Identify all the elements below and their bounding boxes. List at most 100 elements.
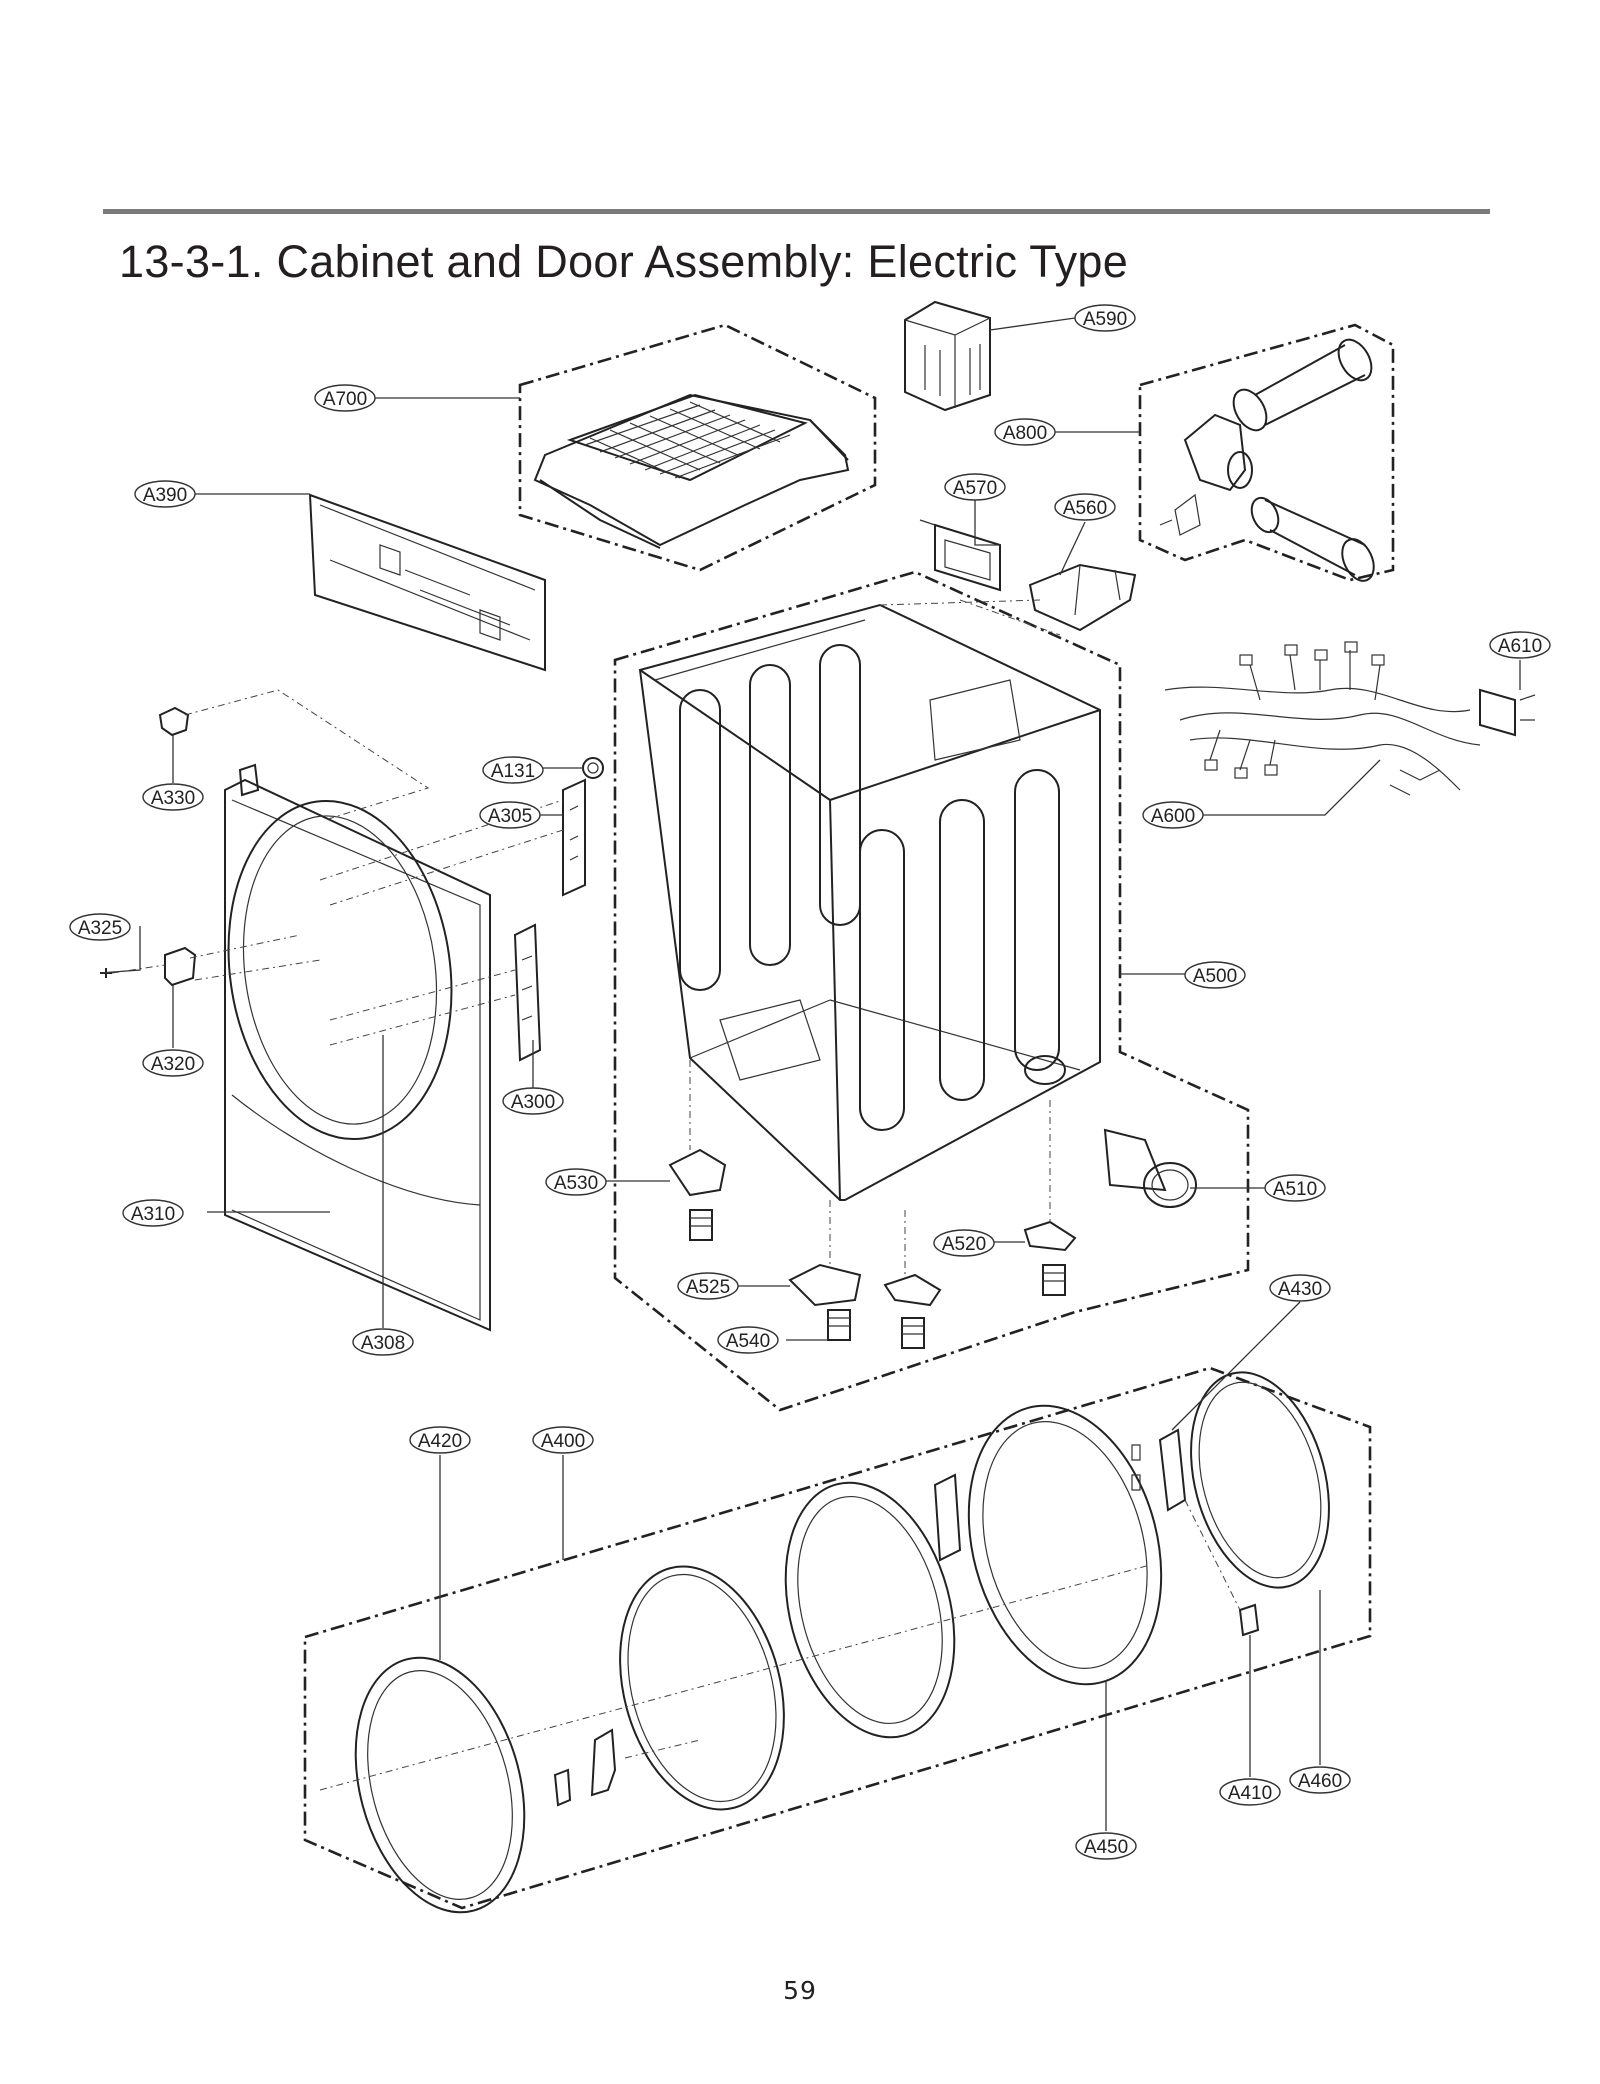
door-hinge-part (1131, 1428, 1187, 1512)
callout-a410: A410 (1219, 1778, 1281, 1806)
callout-a390: A390 (134, 480, 196, 508)
callout-a450: A450 (1075, 1832, 1137, 1860)
svg-text:A410: A410 (1228, 1783, 1272, 1804)
callout-a400: A400 (532, 1426, 594, 1454)
leg-a540-foot-right (901, 1317, 925, 1349)
callout-a310: A310 (122, 1199, 184, 1227)
grille-part (533, 393, 850, 549)
svg-text:A308: A308 (361, 1333, 405, 1354)
assembly-line-door (319, 1499, 1241, 1791)
terminal-cover-part (919, 519, 1001, 592)
svg-text:A310: A310 (131, 1204, 175, 1225)
exhaust-duct-part (1159, 338, 1375, 582)
svg-text:A325: A325 (78, 918, 122, 939)
duct-scoop-part (1028, 563, 1137, 632)
leg-bracket-a525 (788, 1263, 862, 1307)
svg-text:A500: A500 (1193, 966, 1237, 987)
callout-a800: A800 (994, 418, 1056, 446)
callout-a420: A420 (409, 1426, 471, 1454)
callout-a500: A500 (1184, 961, 1246, 989)
assembly-line-a300 (329, 969, 516, 1046)
leg-a520-foot (1042, 1264, 1066, 1296)
callout-a560: A560 (1054, 493, 1116, 521)
svg-text:A510: A510 (1273, 1179, 1317, 1200)
callout-a590: A590 (1074, 304, 1136, 332)
svg-text:A305: A305 (488, 806, 532, 827)
leg-bracket-a540 (883, 1273, 942, 1307)
svg-text:A600: A600 (1151, 806, 1195, 827)
callout-a320: A320 (142, 1049, 204, 1077)
callout-a510: A510 (1264, 1174, 1326, 1202)
front-panel-part (224, 763, 491, 1332)
svg-text:A330: A330 (151, 788, 195, 809)
door-latch-part (553, 1768, 572, 1807)
door-gasket-part (1190, 1371, 1330, 1589)
assembly-line-a305 (319, 799, 564, 906)
filter-bracket-part (904, 300, 991, 412)
callout-a540: A540 (717, 1326, 779, 1354)
door-handle-part (590, 1728, 617, 1797)
svg-text:A320: A320 (151, 1054, 195, 1075)
callout-a460: A460 (1289, 1766, 1351, 1794)
svg-text:A131: A131 (491, 761, 535, 782)
callout-a305: A305 (479, 801, 541, 829)
door-inner-glass-part (784, 1481, 956, 1739)
door-outer-frame-part (354, 1656, 526, 1914)
callout-a430: A430 (1269, 1274, 1331, 1302)
svg-text:A525: A525 (686, 1277, 730, 1298)
svg-text:A520: A520 (942, 1234, 986, 1255)
rear-panel-part (308, 493, 546, 672)
svg-text:A420: A420 (418, 1431, 462, 1452)
leg-bracket-a520 (1023, 1220, 1077, 1252)
callout-a600: A600 (1142, 801, 1204, 829)
leader-lines (99, 317, 1521, 1831)
svg-text:A460: A460 (1298, 1771, 1342, 1792)
callout-a325: A325 (69, 913, 131, 941)
rear-duct-part (1103, 1128, 1197, 1208)
assembly-line-a330 (184, 689, 430, 821)
svg-text:A400: A400 (541, 1431, 585, 1452)
door-group-boundary (303, 1366, 1372, 1910)
svg-text:A590: A590 (1083, 309, 1127, 330)
svg-text:A800: A800 (1003, 423, 1047, 444)
callout-a330: A330 (142, 783, 204, 811)
svg-text:A610: A610 (1498, 636, 1542, 657)
assembly-line-a320 (111, 934, 321, 981)
assembly-line-a560 (879, 599, 1061, 636)
leg-bracket-a530 (668, 1148, 727, 1197)
wire-harness-part (1164, 641, 1536, 796)
callout-a308: A308 (352, 1328, 414, 1356)
svg-text:A530: A530 (554, 1173, 598, 1194)
svg-text:A300: A300 (511, 1092, 555, 1113)
cabinet-part (638, 603, 1101, 1201)
door-switch-part (164, 946, 197, 987)
svg-text:A430: A430 (1278, 1279, 1322, 1300)
duct-group-boundary (1138, 323, 1395, 582)
switch-part (158, 706, 190, 737)
hinge-bushing-part (582, 757, 604, 779)
callout-a700: A700 (314, 384, 376, 412)
door-strike-part (1238, 1603, 1260, 1637)
svg-text:A450: A450 (1084, 1837, 1128, 1858)
hinge-bracket-door-part (933, 1473, 962, 1562)
assembly-line-legs (689, 1060, 1051, 1275)
callout-a525: A525 (677, 1272, 739, 1300)
door-glass-part (619, 1565, 785, 1811)
upper-hinge-part (562, 778, 586, 897)
callout-a610: A610 (1489, 631, 1551, 659)
svg-text:A560: A560 (1063, 498, 1107, 519)
leg-a540-foot-left (827, 1309, 851, 1341)
svg-text:A540: A540 (726, 1331, 770, 1352)
door-inner-frame-part (967, 1404, 1163, 1686)
callout-a300: A300 (502, 1087, 564, 1115)
svg-text:A390: A390 (143, 485, 187, 506)
callout-a570: A570 (944, 473, 1006, 501)
svg-text:A700: A700 (323, 389, 367, 410)
page-number: 59 (783, 1976, 817, 2005)
callout-a530: A530 (545, 1168, 607, 1196)
cabinet-group-boundary (613, 570, 1250, 1412)
grille-group-boundary (518, 323, 877, 572)
callout-a520: A520 (933, 1229, 995, 1257)
page-title: 13-3-1. Cabinet and Door Assembly: Elect… (119, 236, 1129, 287)
